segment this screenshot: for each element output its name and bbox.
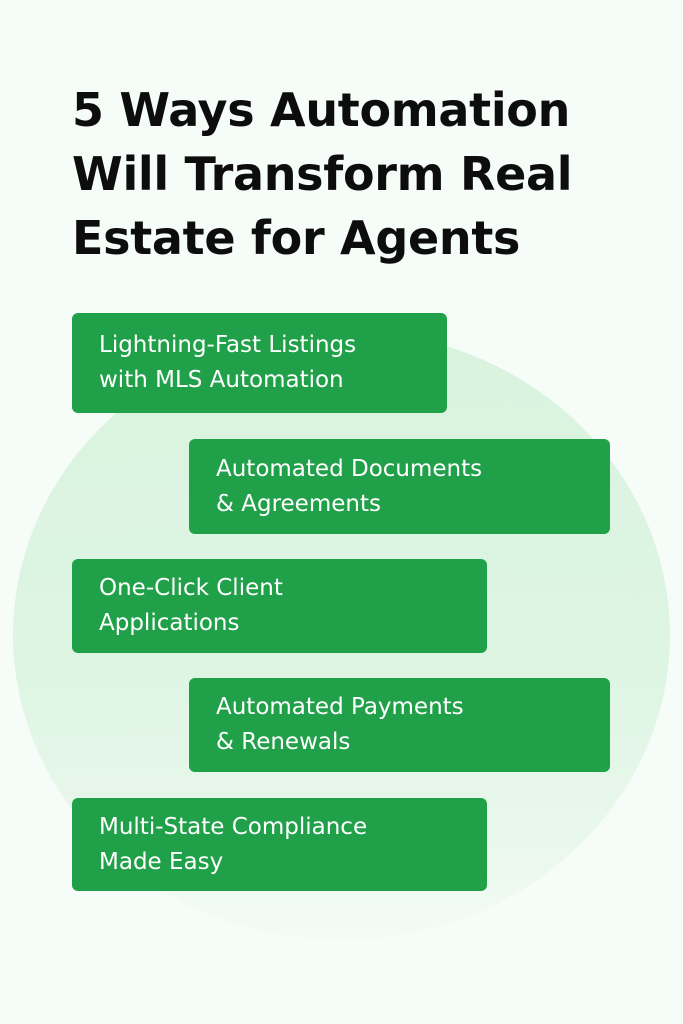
- feature-card-payments: Automated Payments & Renewals: [189, 678, 610, 772]
- feature-card-label: Lightning-Fast Listings with MLS Automat…: [99, 332, 357, 393]
- feature-card-client-applications: One-Click Client Applications: [72, 559, 487, 653]
- feature-card-compliance: Multi-State Compliance Made Easy: [72, 798, 487, 891]
- page-title: 5 Ways Automation Will Transform Real Es…: [72, 83, 573, 265]
- feature-card-label: Automated Documents & Agreements: [216, 455, 483, 517]
- feature-card-mls-listings: Lightning-Fast Listings with MLS Automat…: [72, 313, 447, 413]
- feature-card-documents: Automated Documents & Agreements: [189, 439, 610, 534]
- feature-card-label: Automated Payments & Renewals: [216, 694, 464, 755]
- feature-card-label: Multi-State Compliance Made Easy: [99, 813, 368, 875]
- feature-card-label: One-Click Client Applications: [99, 575, 283, 636]
